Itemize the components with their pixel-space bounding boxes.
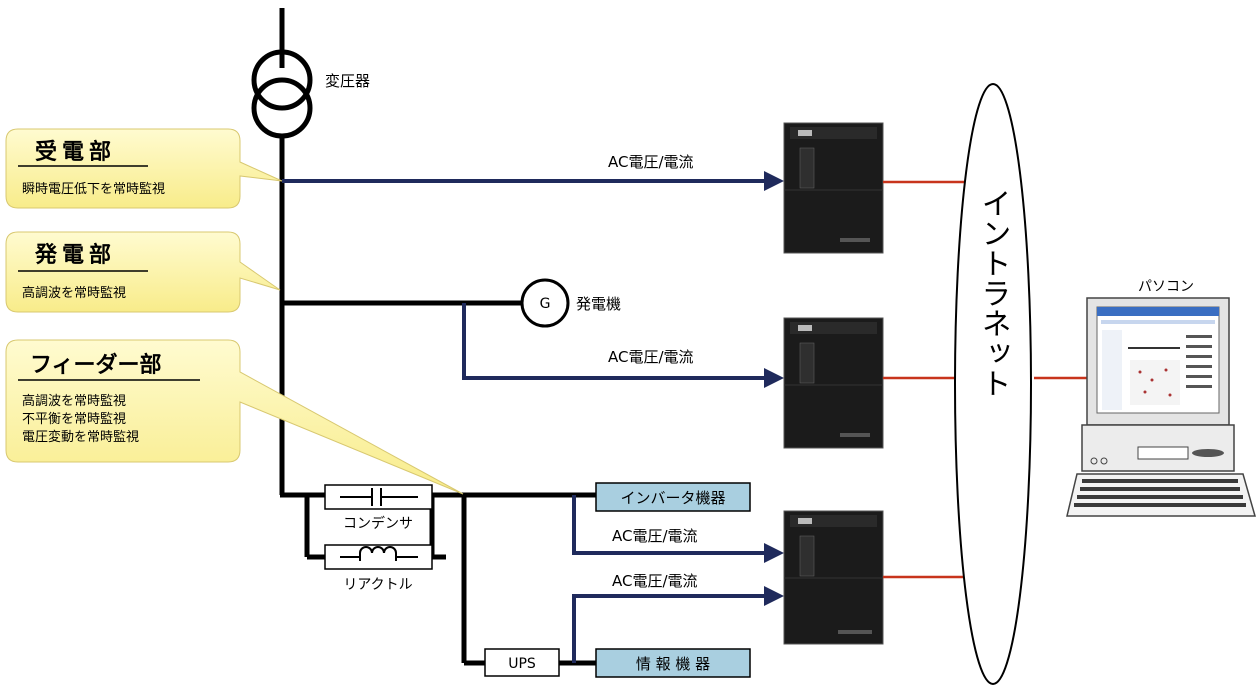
inverter-feed-line — [572, 495, 784, 563]
intranet-ellipse — [954, 83, 1032, 685]
inverter-signal-label: AC電圧/電流 — [612, 527, 698, 545]
monitor-device-1 — [783, 122, 884, 254]
transformer-label: 変圧器 — [325, 72, 370, 90]
callout-feeder-line-3: 電圧変動を常時監視 — [22, 429, 139, 445]
inverter-equipment-box — [595, 482, 751, 512]
callout-receiving-title: 受電部 — [35, 139, 116, 165]
info-equipment-box — [595, 648, 751, 678]
callout-generation: 発電部 高調波を常時監視 — [5, 231, 281, 313]
reactor-label: リアクトル — [343, 577, 412, 593]
capacitor-icon — [340, 488, 418, 506]
generator-symbol — [520, 278, 570, 328]
monitor-device-3 — [783, 510, 884, 645]
ups-box — [484, 648, 560, 677]
generator-feed-line — [462, 303, 784, 388]
receiving-signal-label: AC電圧/電流 — [608, 153, 694, 171]
feeder-bus — [280, 492, 596, 666]
callout-feeder-line-1: 高調波を常時監視 — [22, 393, 126, 409]
generator-signal-label: AC電圧/電流 — [608, 348, 694, 366]
callout-feeder-line-2: 不平衡を常時監視 — [22, 411, 126, 427]
generator-label: 発電機 — [576, 295, 621, 313]
monitor-device-2 — [783, 317, 884, 449]
capacitor-label: コンデンサ — [343, 515, 413, 532]
transformer-symbol — [251, 49, 313, 139]
pc-label: パソコン — [1138, 279, 1194, 295]
callout-feeder: フィーダー部 高調波を常時監視 不平衡を常時監視 電圧変動を常時監視 — [5, 339, 464, 495]
callout-receiving-line-1: 瞬時電圧低下を常時監視 — [22, 181, 165, 197]
pc-icon — [1066, 297, 1256, 517]
info-equipment-label: 情 報 機 器 — [636, 655, 710, 673]
ups-label: UPS — [508, 656, 536, 672]
callout-receiving: 受電部 瞬時電圧低下を常時監視 — [5, 128, 283, 209]
reactor-coil-icon — [340, 546, 418, 561]
network-links — [883, 180, 1087, 579]
callout-generation-title: 発電部 — [34, 242, 116, 268]
info-signal-label: AC電圧/電流 — [612, 572, 698, 590]
intranet-label: イントラネット — [976, 188, 1011, 398]
callout-generation-line-1: 高調波を常時監視 — [22, 285, 126, 301]
callout-feeder-title: フィーダー部 — [30, 352, 162, 378]
info-feed-line — [572, 586, 784, 663]
inverter-equipment-label: インバータ機器 — [620, 489, 725, 507]
generator-symbol-letter: G — [540, 296, 551, 312]
